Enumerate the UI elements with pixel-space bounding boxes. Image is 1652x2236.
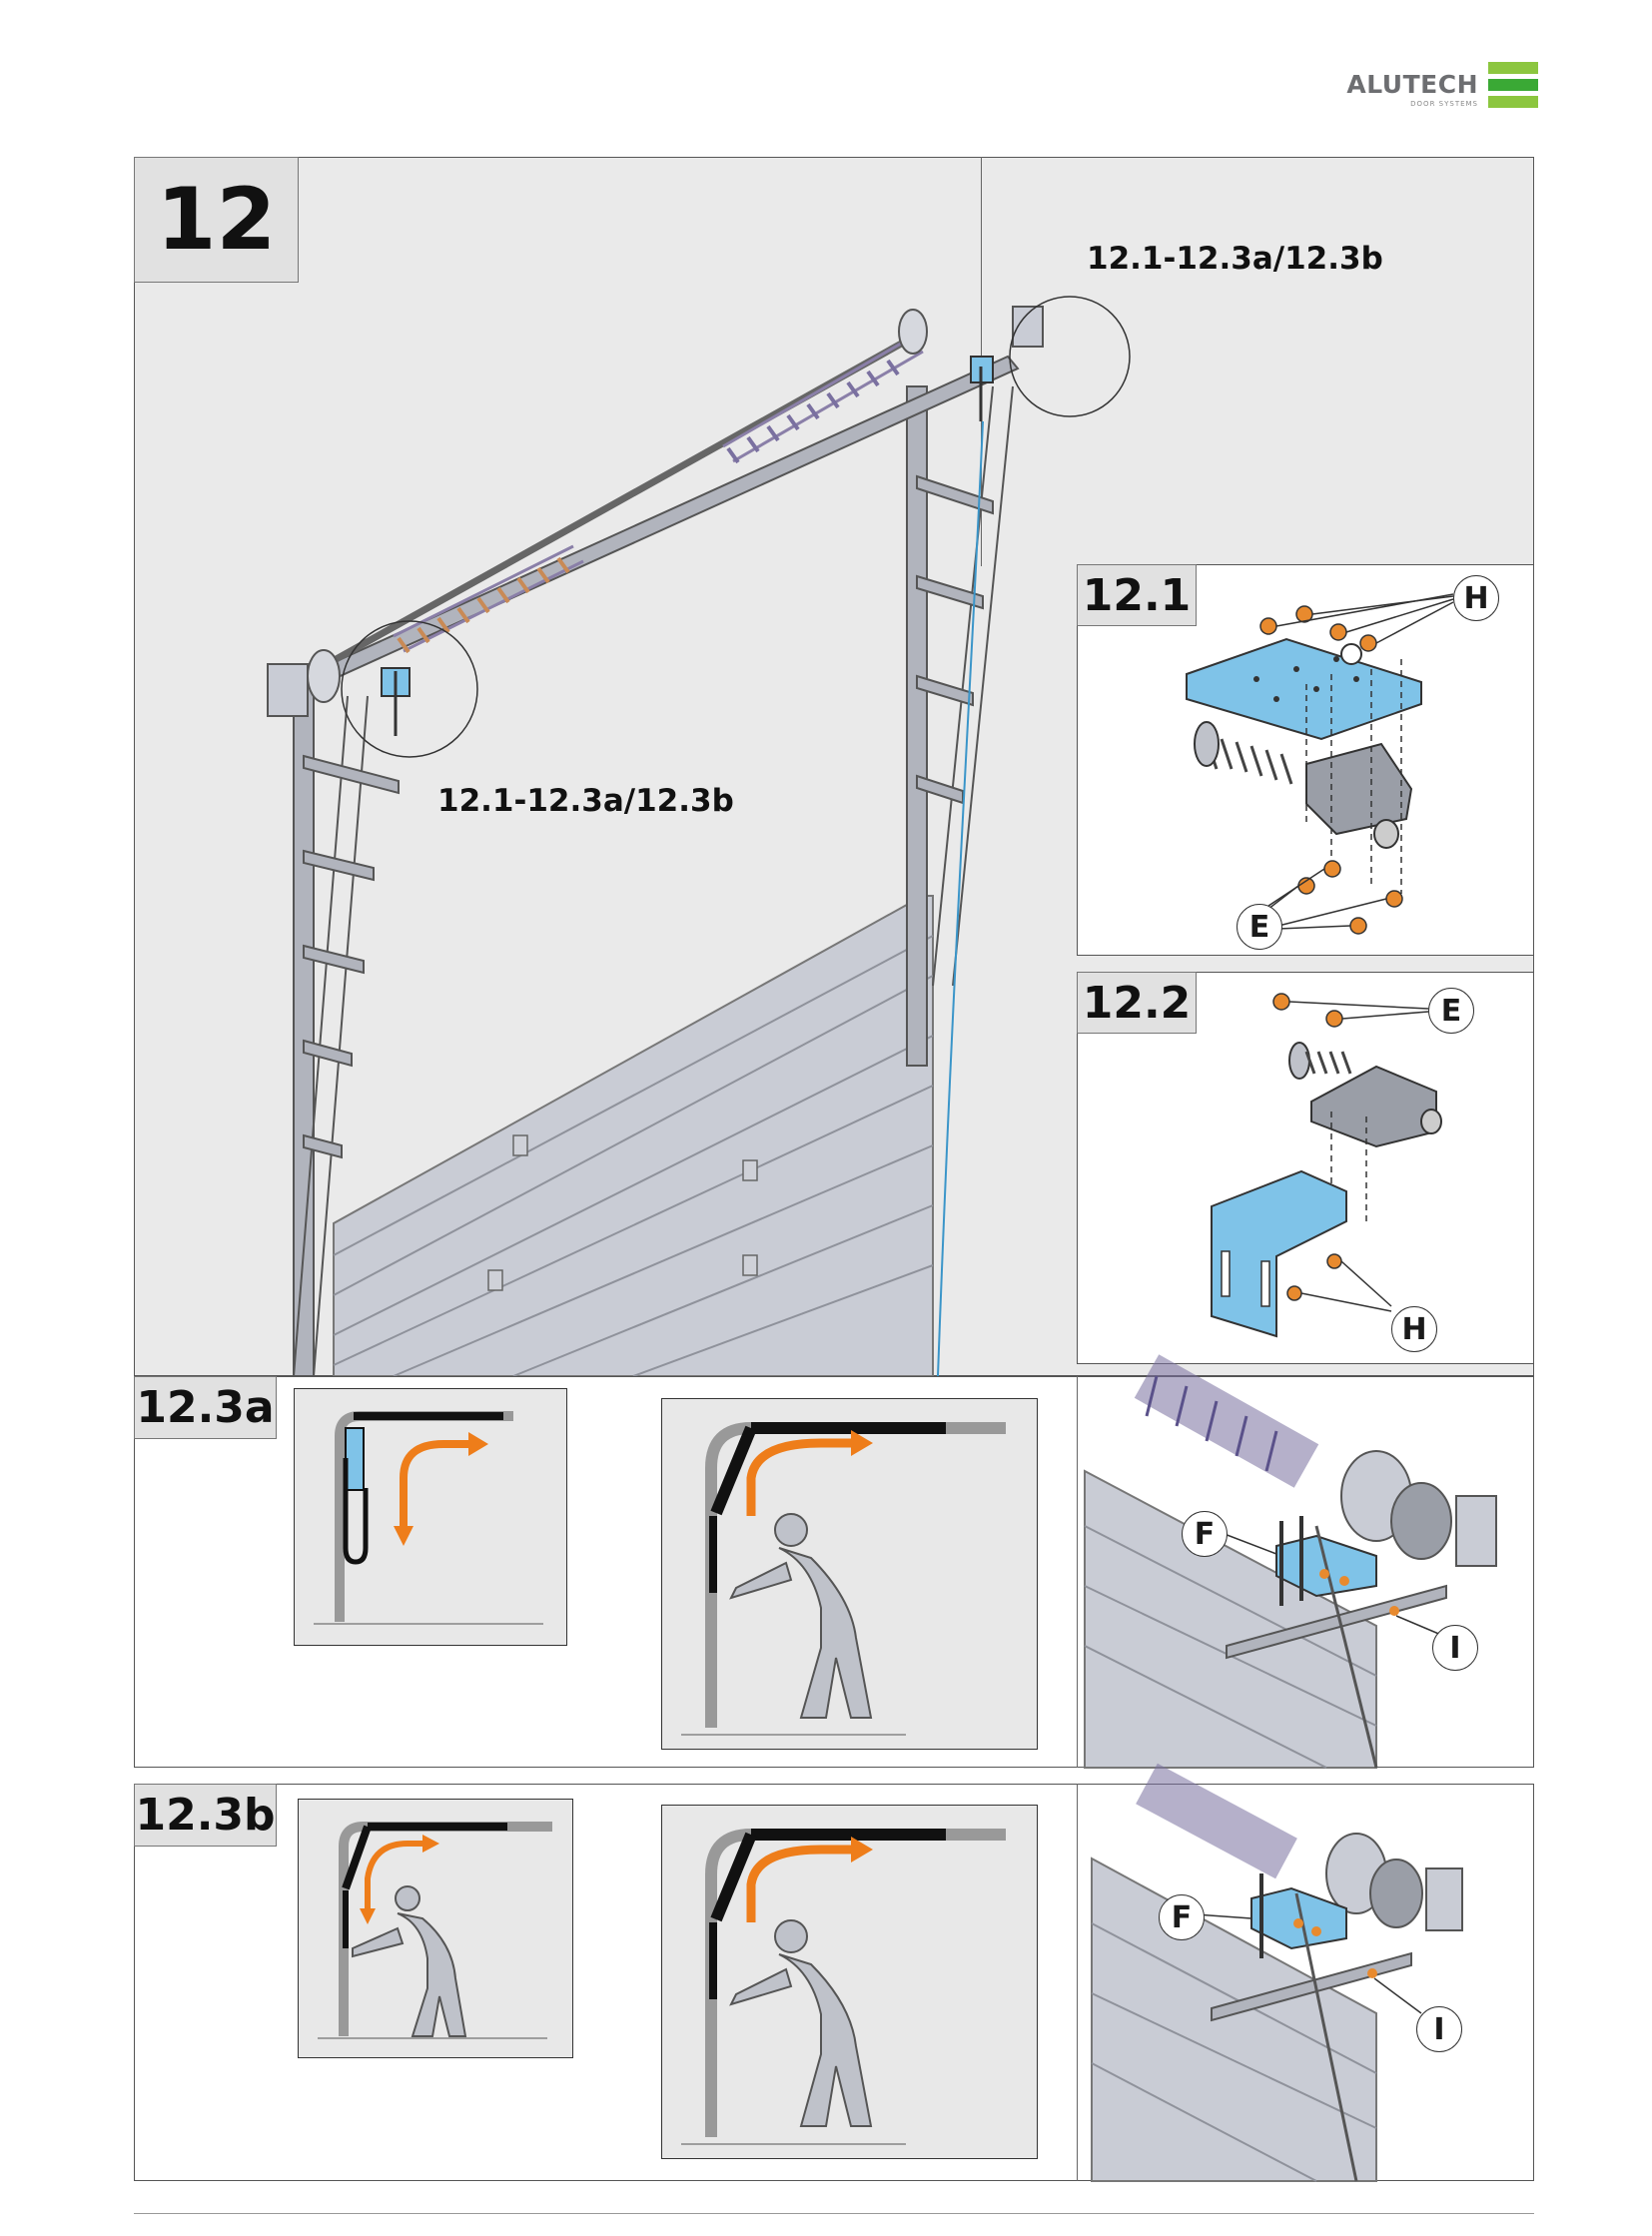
variant-12-3a-callout-i: I <box>1432 1625 1478 1671</box>
detail-12-2-callout-e: E <box>1428 988 1474 1034</box>
variant-12-3a-operator-diagram <box>681 1422 1006 1736</box>
variant-12-3b-track-diagram <box>318 1822 552 2039</box>
step-number: 12 <box>134 157 299 283</box>
callout-e-text: E <box>1248 909 1270 945</box>
callout-f-text: F <box>1194 1516 1216 1552</box>
bottom-rule <box>134 2213 1534 2214</box>
callout-i-text: I <box>1449 1630 1461 1666</box>
callout-f2-text: F <box>1171 1899 1193 1935</box>
callout-h2-text: H <box>1401 1311 1427 1347</box>
variant-12-3a-detail-illustration <box>1084 1354 1497 1769</box>
detail-12-2-label: 12.2 <box>1077 972 1197 1034</box>
variant-12-3a-callout-f: F <box>1182 1511 1228 1557</box>
detail-12-2-illustration <box>1211 993 1442 1338</box>
detail-12-1-callout-h: H <box>1453 575 1499 621</box>
variant-12-3b-label: 12.3b <box>134 1784 277 1847</box>
brand-subtitle: DOOR SYSTEMS <box>1410 100 1478 108</box>
caption-middle: 12.1-12.3a/12.3b <box>437 783 734 819</box>
variant-12-3b-detail-illustration <box>1091 1763 1463 2182</box>
variant-12-3a-label: 12.3a <box>134 1376 277 1439</box>
detail-12-2-label-text: 12.2 <box>1082 977 1192 1029</box>
detail-12-1-label: 12.1 <box>1077 564 1197 626</box>
detail-12-2-panel <box>1077 972 1534 1364</box>
detail-12-1-callout-e: E <box>1237 904 1282 950</box>
variant-12-3a-right-divider <box>1077 1376 1078 1768</box>
door-frame-illustration <box>267 296 1131 1377</box>
brand-name: ALUTECH <box>1346 70 1478 99</box>
variant-12-3b-right-divider <box>1077 1784 1078 2181</box>
variant-12-3b-operator-diagram <box>681 1829 1006 2145</box>
brand-mark-icon <box>1488 62 1538 108</box>
detail-12-1-illustration <box>1186 593 1454 935</box>
variant-12-3a-track-diagram <box>314 1411 543 1625</box>
variant-12-3a-label-text: 12.3a <box>136 1382 275 1433</box>
detail-12-1-label-text: 12.1 <box>1082 569 1192 621</box>
brand-logo: ALUTECH DOOR SYSTEMS <box>1346 60 1538 116</box>
callout-i2-text: I <box>1433 2011 1445 2047</box>
variant-12-3b-label-text: 12.3b <box>135 1790 276 1841</box>
variant-12-3b-callout-f: F <box>1159 1894 1205 1940</box>
variant-12-3b-callout-i: I <box>1416 2006 1462 2052</box>
detail-12-2-callout-h: H <box>1391 1306 1437 1352</box>
caption-top-right: 12.1-12.3a/12.3b <box>1087 241 1383 277</box>
callout-h-text: H <box>1463 580 1489 616</box>
callout-e2-text: E <box>1440 993 1462 1029</box>
step-number-text: 12 <box>156 170 277 270</box>
